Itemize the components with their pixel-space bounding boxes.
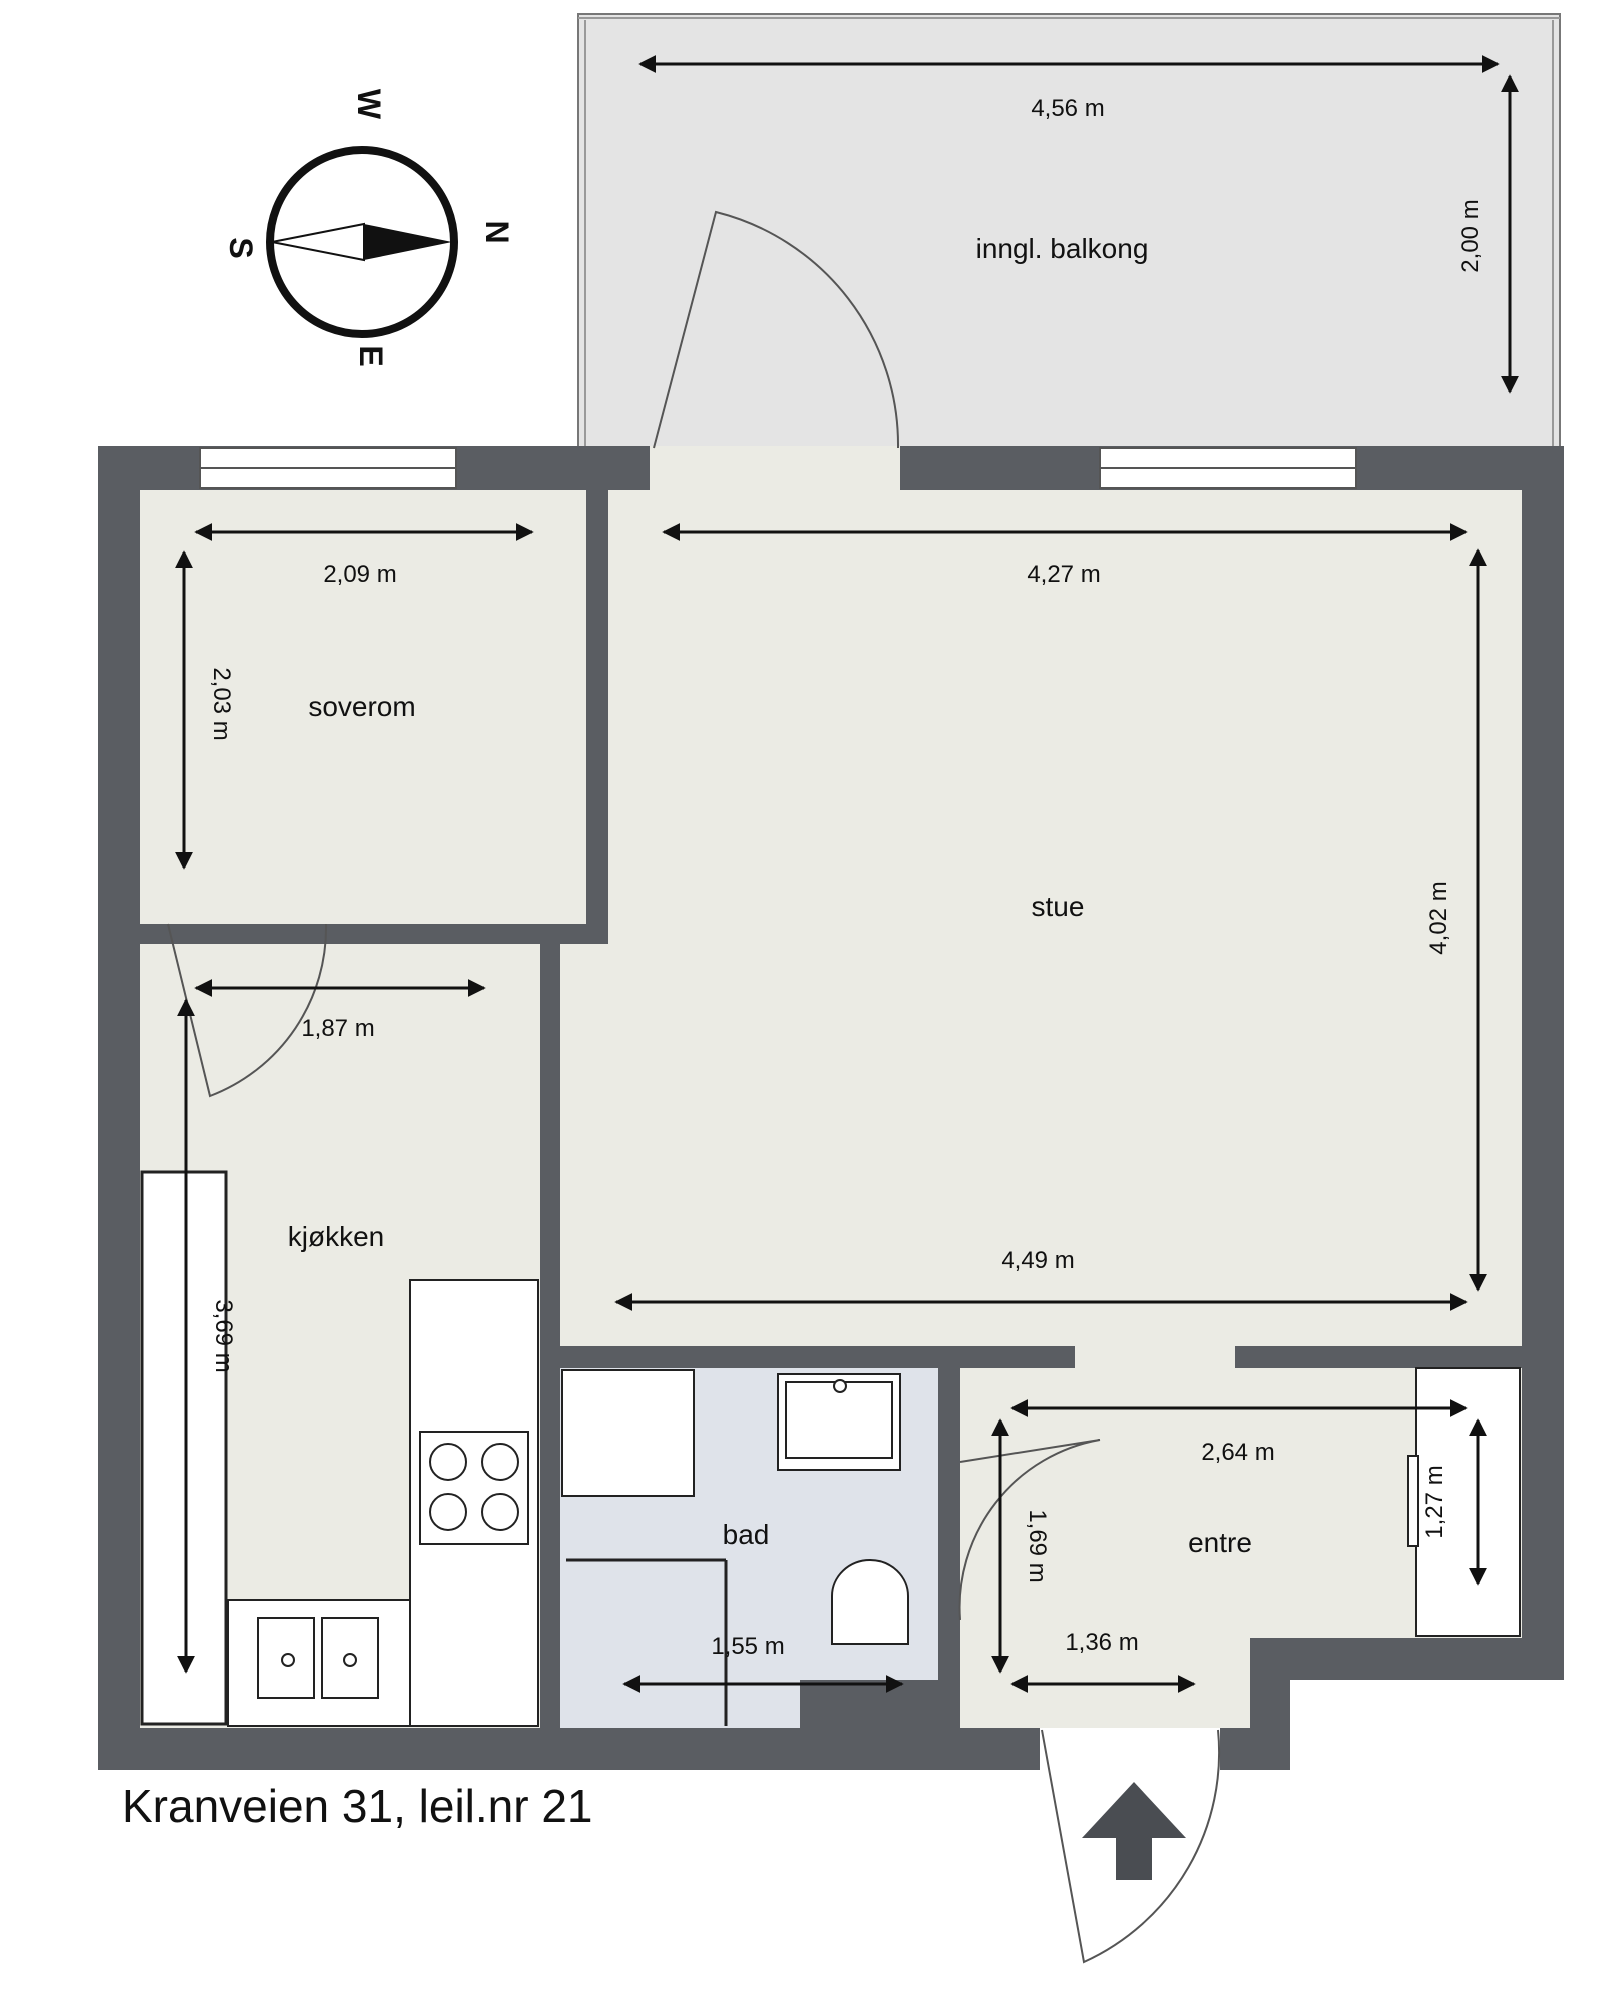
dim-kitchen-length: 3,69 m: [210, 1299, 237, 1372]
walls: [98, 446, 1564, 1770]
dim-living-bottom: 4,49 m: [1001, 1247, 1074, 1274]
room-label-living: stue: [1032, 891, 1085, 922]
room-label-entry: entre: [1188, 1527, 1252, 1558]
dim-kitchen-width: 1,87 m: [301, 1015, 374, 1042]
doors: [167, 210, 1221, 1964]
room-label-kitchen: kjøkken: [288, 1221, 384, 1252]
entrance-arrow-icon: [1082, 1782, 1186, 1880]
compass: N S W E: [223, 89, 515, 367]
dim-bath-width: 1,55 m: [711, 1633, 784, 1660]
room-label-balcony: inngl. balkong: [976, 233, 1149, 264]
bedroom-floor: [140, 490, 586, 924]
entry-closet: [1407, 1367, 1521, 1637]
dim-entry-width: 2,64 m: [1201, 1439, 1274, 1466]
dim-balcony-width: 4,56 m: [1031, 95, 1104, 122]
dim-living-top: 4,27 m: [1027, 561, 1100, 588]
dim-living-height: 4,02 m: [1425, 881, 1452, 954]
compass-south-label: S: [223, 237, 259, 258]
balcony: [577, 13, 1561, 455]
dimension-lines: [175, 55, 1519, 1693]
windows: [199, 447, 1357, 489]
dim-entry-depth: 1,69 m: [1024, 1509, 1051, 1582]
room-label-bedroom: soverom: [308, 691, 415, 722]
address-title: Kranveien 31, leil.nr 21: [122, 1780, 593, 1832]
dim-balcony-depth: 2,00 m: [1457, 199, 1484, 272]
compass-east-label: E: [353, 345, 389, 366]
dim-bedroom-depth: 2,03 m: [208, 667, 235, 740]
compass-west-label: W: [351, 89, 387, 120]
dim-bedroom-width: 2,09 m: [323, 561, 396, 588]
dim-closet: 1,27 m: [1421, 1465, 1448, 1538]
room-label-bath: bad: [723, 1519, 770, 1550]
compass-north-label: N: [479, 220, 515, 243]
dim-entry-lower: 1,36 m: [1065, 1629, 1138, 1656]
bath-fixtures: [561, 1369, 909, 1726]
